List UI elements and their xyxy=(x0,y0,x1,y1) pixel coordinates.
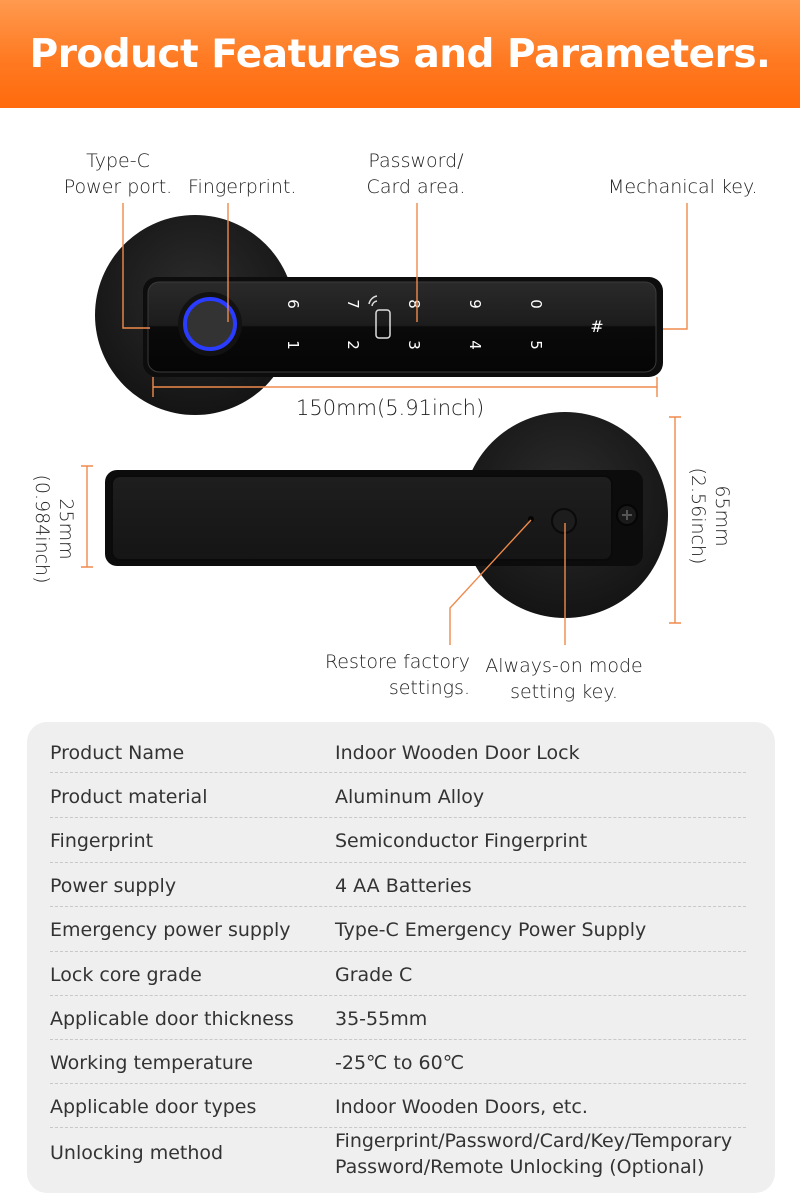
spec-value: Indoor Wooden Door Lock xyxy=(335,742,580,764)
label-type-c: Type-C Power port. xyxy=(58,148,178,200)
reset-hole-icon xyxy=(528,516,534,522)
spec-value: Fingerprint/Password/Card/Key/Temporary … xyxy=(335,1128,732,1180)
lock-illustration: 6 7 8 9 0 1 2 3 4 5 # xyxy=(81,203,688,645)
svg-text:3: 3 xyxy=(405,340,423,350)
card-reader-icon xyxy=(368,295,391,339)
label-always-on: Always-on mode setting key. xyxy=(474,653,654,705)
table-row: Applicable door types Indoor Wooden Door… xyxy=(50,1084,746,1128)
spec-value: 4 AA Batteries xyxy=(335,875,472,897)
label-restore-line2: settings. xyxy=(388,677,470,699)
spec-value: Grade C xyxy=(335,964,413,986)
spec-key: Lock core grade xyxy=(50,964,202,986)
label-always-on-line2: setting key. xyxy=(510,681,618,703)
svg-text:2: 2 xyxy=(344,340,362,350)
spec-value: Indoor Wooden Doors, etc. xyxy=(335,1096,588,1118)
page-title: Product Features and Parameters. xyxy=(29,31,771,77)
label-password-line2: Card area. xyxy=(366,176,466,198)
dimension-handle-height: 25mm (0.984inch) xyxy=(30,464,78,594)
header-banner: Product Features and Parameters. xyxy=(0,0,800,108)
spec-value: Semiconductor Fingerprint xyxy=(335,830,588,852)
label-password-card: Password/ Card area. xyxy=(356,148,476,200)
label-type-c-line2: Power port. xyxy=(63,176,173,198)
dimension-length: 150mm(5.91inch) xyxy=(296,396,485,420)
table-row: Fingerprint Semiconductor Fingerprint xyxy=(50,818,746,863)
product-diagram: 6 7 8 9 0 1 2 3 4 5 # xyxy=(0,108,800,718)
label-type-c-line1: Type-C xyxy=(86,150,150,172)
spec-key: Power supply xyxy=(50,875,177,897)
spec-value: -25℃ to 60℃ xyxy=(335,1052,465,1074)
svg-text:7: 7 xyxy=(344,299,362,309)
spec-key: Unlocking method xyxy=(50,1142,224,1164)
front-handle: 6 7 8 9 0 1 2 3 4 5 # xyxy=(95,215,663,415)
spec-key: Product material xyxy=(50,786,208,808)
dimension-rosette-in: (2.56inch) xyxy=(687,467,709,565)
dimension-rosette: 65mm (2.56inch) xyxy=(686,451,734,581)
back-handle xyxy=(105,412,668,618)
table-row: Power supply 4 AA Batteries xyxy=(50,863,746,907)
table-row: Lock core grade Grade C xyxy=(50,952,746,996)
label-restore-factory: Restore factory settings. xyxy=(300,649,470,701)
spec-key: Applicable door types xyxy=(50,1096,257,1118)
always-on-key-icon xyxy=(551,508,577,534)
spec-value-line2: Password/Remote Unlocking (Optional) xyxy=(335,1156,705,1178)
table-row: Working temperature -25℃ to 60℃ xyxy=(50,1040,746,1084)
table-row: Emergency power supply Type-C Emergency … xyxy=(50,907,746,952)
svg-text:4: 4 xyxy=(466,340,484,350)
spec-key: Emergency power supply xyxy=(50,919,291,941)
spec-key: Applicable door thickness xyxy=(50,1008,294,1030)
svg-text:5: 5 xyxy=(527,340,545,350)
table-row: Product Name Indoor Wooden Door Lock xyxy=(50,734,746,773)
spec-key: Fingerprint xyxy=(50,830,154,852)
spec-table: Product Name Indoor Wooden Door Lock Pro… xyxy=(27,722,775,1193)
svg-text:0: 0 xyxy=(527,299,545,309)
dimension-rosette-mm: 65mm xyxy=(711,485,733,547)
label-password-line1: Password/ xyxy=(368,150,464,172)
leader-lines xyxy=(81,203,688,645)
svg-text:8: 8 xyxy=(405,299,423,309)
spec-value: Type-C Emergency Power Supply xyxy=(335,919,647,941)
spec-value: 35-55mm xyxy=(335,1008,428,1030)
svg-text:1: 1 xyxy=(284,340,302,350)
label-always-on-line1: Always-on mode xyxy=(485,655,643,677)
screw-icon xyxy=(616,504,638,526)
svg-text:9: 9 xyxy=(466,299,484,309)
fingerprint-sensor-icon xyxy=(178,292,242,356)
table-row: Unlocking method Fingerprint/Password/Ca… xyxy=(50,1128,746,1188)
label-restore-line1: Restore factory xyxy=(324,651,470,673)
dimension-handle-height-in: (0.984inch) xyxy=(31,474,53,584)
label-fingerprint: Fingerprint. xyxy=(188,176,297,198)
svg-text:6: 6 xyxy=(284,299,302,309)
spec-value-line1: Fingerprint/Password/Card/Key/Temporary xyxy=(335,1130,733,1152)
svg-text:#: # xyxy=(590,317,603,336)
keypad: 6 7 8 9 0 1 2 3 4 5 # xyxy=(284,299,604,350)
dimension-handle-height-mm: 25mm xyxy=(55,498,77,560)
spec-value: Aluminum Alloy xyxy=(335,786,485,808)
table-row: Applicable door thickness 35-55mm xyxy=(50,996,746,1040)
spec-key: Working temperature xyxy=(50,1052,253,1074)
spec-key: Product Name xyxy=(50,742,185,764)
label-mechanical-key: Mechanical key. xyxy=(608,176,758,198)
table-row: Product material Aluminum Alloy xyxy=(50,773,746,818)
